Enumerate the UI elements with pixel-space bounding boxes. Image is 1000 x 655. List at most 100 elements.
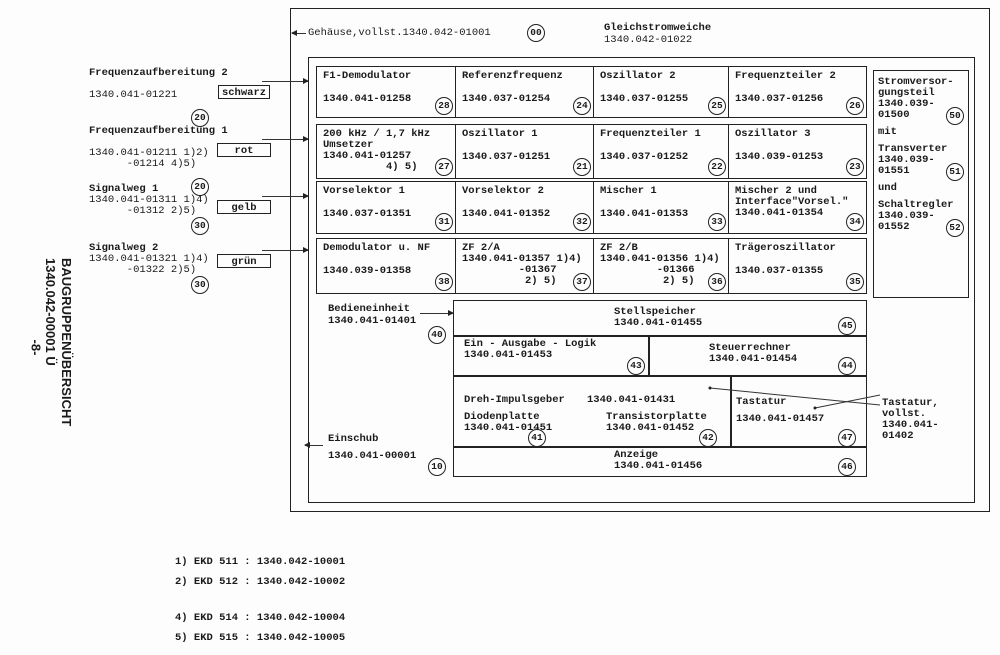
power-supply-line: 1340.039- [878, 98, 935, 110]
module-badge: 38 [435, 273, 453, 291]
power-supply-line: und [878, 182, 897, 194]
group-badge: 30 [191, 217, 209, 235]
group-number: 1340.041-01321 1)4) [89, 253, 209, 265]
footnote: 5) EKD 515 : 1340.042-10005 [175, 632, 346, 644]
module-number: Umsetzer [323, 139, 374, 151]
group-number: 1340.041-01311 1)4) [89, 194, 209, 206]
group-badge: 30 [191, 276, 209, 294]
computer-badge: 44 [838, 357, 856, 375]
module-number: 1340.041-01357 1)4) [462, 253, 582, 265]
power-supply-line: Schaltregler [878, 199, 954, 211]
stellspeicher-number: 1340.041-01455 [614, 317, 703, 329]
module-title: Vorselektor 1 [323, 185, 405, 197]
power-supply-badge: 52 [946, 219, 964, 237]
module-badge: 35 [846, 273, 864, 291]
group-title: Signalweg 2 [89, 242, 159, 254]
dc-switch-number: 1340.042-01022 [604, 34, 693, 46]
group-title: Frequenzaufbereitung 2 [89, 67, 228, 79]
module-badge: 37 [573, 273, 591, 291]
group-number: 1340.041-01221 [89, 89, 178, 101]
module-badge: 24 [573, 97, 591, 115]
module-title: Oszillator 3 [735, 128, 811, 140]
module-title: ZF 2/A [462, 242, 500, 254]
module-number: 1340.037-01252 [600, 151, 689, 163]
keyboard-title: Tastatur [736, 396, 787, 408]
operating-unit-title: Bedieneinheit [328, 303, 410, 315]
group-connector [262, 136, 309, 142]
module-number: 1340.037-01251 [462, 151, 551, 163]
module-badge: 25 [708, 97, 726, 115]
module-badge: 28 [435, 97, 453, 115]
control-unit-box: Stellspeicher 1340.041-01455 45 Ein - Au… [453, 300, 867, 477]
module-number: 1340.037-01256 [735, 93, 824, 105]
inner-frame [308, 57, 975, 503]
module-badge: 22 [708, 158, 726, 176]
keyboard-number: 1340.041-01457 [736, 413, 825, 425]
insert-number: 1340.041-00001 [328, 450, 417, 462]
module-badge: 23 [846, 158, 864, 176]
group-number: -01312 2)5) [89, 205, 197, 217]
module-number: -01367 [462, 264, 557, 276]
module-number: 1340.041-01354 [735, 207, 824, 219]
color-code-box: grün [217, 254, 271, 268]
module-number: 2) 5) [462, 275, 557, 287]
module-number: 1340.041-01352 [462, 208, 551, 220]
housing-label: Gehäuse,vollst.1340.042-01001 [308, 27, 491, 39]
power-supply-badge: 50 [946, 107, 964, 125]
module-number: -01366 [600, 264, 695, 276]
display-badge: 46 [838, 458, 856, 476]
module-title: F1-Demodulator [323, 70, 412, 82]
module-badge: 33 [708, 213, 726, 231]
stellspeicher-title: Stellspeicher [614, 306, 696, 318]
module-number: 2) 5) [600, 275, 695, 287]
color-code-box: rot [217, 143, 271, 157]
module-badge: 26 [846, 97, 864, 115]
footnote: 4) EKD 514 : 1340.042-10004 [175, 612, 346, 624]
module-badge: 21 [573, 158, 591, 176]
insert-badge: 10 [428, 458, 446, 476]
module-number: 1340.037-01255 [600, 93, 689, 105]
encoder-title: Dreh-Impulsgeber [464, 394, 565, 406]
module-title: 200 kHz / 1,7 kHz [323, 128, 431, 140]
housing-badge: 00 [527, 24, 545, 42]
module-title: Demodulator u. NF [323, 242, 431, 254]
module-title: Referenzfrequenz [462, 70, 563, 82]
power-supply-item: und [878, 183, 964, 194]
keyboard-badge: 47 [838, 429, 856, 447]
group-title: Frequenzaufbereitung 1 [89, 125, 228, 137]
power-supply-line: 1340.039- [878, 154, 935, 166]
module-badge: 27 [435, 158, 453, 176]
insert-title: Einschub [328, 433, 379, 445]
module-number: 1340.041-01353 [600, 208, 689, 220]
io-logic-badge: 43 [627, 357, 645, 375]
group-number: -01322 2)5) [89, 264, 197, 276]
footnote: 2) EKD 512 : 1340.042-10002 [175, 576, 346, 588]
module-title: Mischer 2 und [735, 185, 817, 197]
group-badge: 20 [191, 109, 209, 127]
display-number: 1340.041-01456 [614, 460, 703, 472]
module-number: Interface"Vorsel." [735, 196, 849, 208]
power-supply-item: mit [878, 127, 964, 138]
operating-unit-number: 1340.041-01401 [328, 315, 417, 327]
group-connector [262, 78, 309, 84]
diode-badge: 41 [528, 429, 546, 447]
power-supply-line: 01500 [878, 109, 910, 121]
computer-title: Steuerrechner [709, 342, 791, 354]
encoder-number: 1340.041-01431 [587, 394, 676, 406]
